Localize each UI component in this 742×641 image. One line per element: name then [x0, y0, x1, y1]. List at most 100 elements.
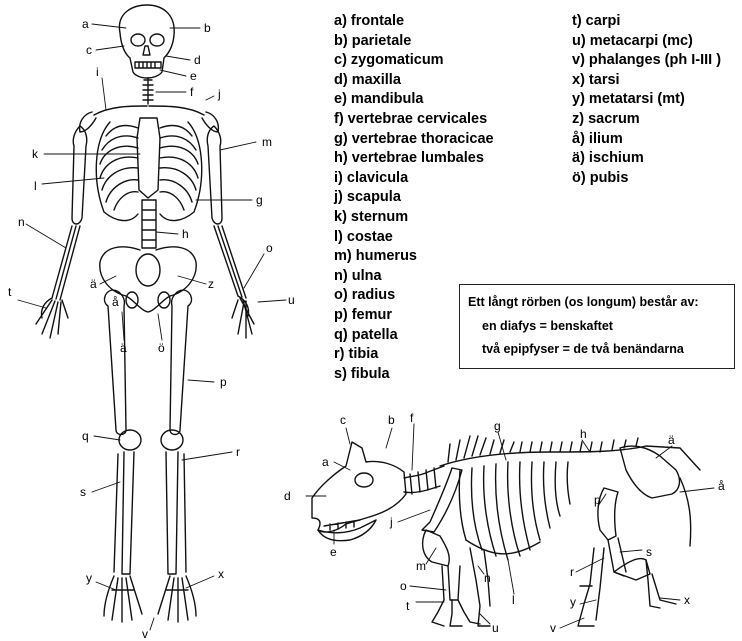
- info-box-diaphysis: en diafys = benskaftet: [482, 319, 613, 333]
- human-sacrum: [136, 254, 160, 286]
- legend-item-vertebrae-lumbales: h) vertebrae lumbales: [334, 149, 494, 169]
- animal-label-d: d: [284, 489, 291, 503]
- human-patella-right: [161, 430, 183, 450]
- animal-label-g: g: [494, 419, 501, 433]
- human-tibia-left: [122, 452, 134, 574]
- animal-label-b: b: [388, 413, 395, 427]
- legend-item-metacarpi: u) metacarpi (mc): [572, 32, 721, 52]
- legend-item-vertebrae-cervicales: f) vertebrae cervicales: [334, 110, 494, 130]
- legend-item-metatarsi: y) metatarsi (mt): [572, 90, 721, 110]
- animal-label-aa: å: [718, 479, 725, 493]
- human-skeleton: [36, 5, 254, 622]
- animal-label-n: n: [484, 571, 491, 585]
- human-fibula-left: [114, 454, 118, 572]
- human-label-oe: ö: [158, 341, 165, 355]
- human-label-l: l: [34, 179, 37, 193]
- human-lumbar-spine: [142, 200, 156, 248]
- human-label-ae: ä: [90, 277, 97, 291]
- human-label-u: u: [288, 293, 295, 307]
- human-label-aa: å: [112, 295, 119, 309]
- long-bone-info-box: Ett långt rörben (os longum) består av: …: [459, 284, 735, 369]
- human-label-p: p: [220, 375, 227, 389]
- human-ribs-left: [100, 126, 138, 210]
- human-label-f: f: [190, 85, 194, 99]
- legend-item-parietale: b) parietale: [334, 32, 494, 52]
- animal-tarsus: [614, 559, 650, 581]
- human-nasal-cavity: [143, 46, 150, 55]
- legend-item-sternum: k) sternum: [334, 208, 494, 228]
- human-label-t: t: [8, 285, 12, 299]
- human-clavicles: [94, 106, 204, 115]
- animal-label-c: c: [340, 413, 346, 427]
- legend-item-humerus: m) humerus: [334, 247, 494, 267]
- animal-leader-lines: [306, 424, 714, 628]
- animal-front-foot: [432, 600, 480, 626]
- animal-label-x: x: [684, 593, 690, 607]
- legend-item-ischium: ä) ischium: [572, 149, 721, 169]
- human-femur-right: [170, 290, 191, 435]
- human-eye-socket-left: [131, 34, 145, 46]
- animal-label-l: l: [512, 593, 515, 607]
- human-eye-socket-right: [150, 34, 164, 46]
- human-hand-right: [232, 296, 254, 338]
- animal-forearm: [442, 566, 460, 600]
- human-femur-left: [105, 290, 126, 435]
- animal-label-f: f: [410, 411, 414, 425]
- animal-teeth: [324, 520, 360, 530]
- human-forearm-right: [214, 226, 246, 298]
- animal-skeleton: [312, 436, 700, 626]
- animal-label-y: y: [570, 595, 576, 609]
- human-label-v: v: [142, 627, 148, 641]
- legend-item-frontale: a) frontale: [334, 12, 494, 32]
- animal-label-u: u: [492, 621, 499, 635]
- animal-label-m: m: [416, 559, 426, 573]
- human-humerus-left: [72, 126, 87, 224]
- human-ribs-right: [160, 126, 198, 210]
- animal-label-p: p: [594, 493, 601, 507]
- legend-item-clavicula: i) clavicula: [334, 169, 494, 189]
- animal-spinous-processes: [448, 436, 638, 462]
- human-hand-left: [36, 298, 68, 338]
- legend-item-zygomaticum: c) zygomaticum: [334, 51, 494, 71]
- human-label-j: j: [217, 87, 221, 101]
- human-label-z: z: [208, 277, 214, 291]
- human-fibula-right: [184, 454, 186, 572]
- legend-item-maxilla: d) maxilla: [334, 71, 494, 91]
- animal-femur: [598, 488, 618, 540]
- legend-item-phalanges: v) phalanges (ph I-III ): [572, 51, 721, 71]
- human-foot-left: [104, 576, 142, 622]
- info-box-title: Ett långt rörben (os longum) består av:: [468, 295, 699, 309]
- human-label-n: n: [18, 215, 25, 229]
- human-label-d: d: [194, 53, 201, 67]
- human-tibia-right: [166, 452, 178, 574]
- human-cervical-spine: [143, 78, 153, 104]
- human-label-y: y: [86, 571, 92, 585]
- animal-label-j: j: [389, 515, 393, 529]
- legend-item-vertebrae-thoracicae: g) vertebrae thoracicae: [334, 130, 494, 150]
- human-label-k: k: [32, 147, 39, 161]
- legend-item-carpi: t) carpi: [572, 12, 721, 32]
- human-label-m: m: [262, 135, 272, 149]
- animal-label-t: t: [406, 599, 410, 613]
- legend-item-scapula: j) scapula: [334, 188, 494, 208]
- human-patella-left: [119, 430, 141, 450]
- legend-item-sacrum: z) sacrum: [572, 110, 721, 130]
- animal-tail: [680, 478, 691, 546]
- human-forearm-left: [52, 226, 80, 300]
- human-label-group: a b c d e f i j k m l g n h o ä z t u å …: [8, 17, 295, 641]
- animal-label-ae: ä: [668, 433, 675, 447]
- animal-pelvis: [620, 446, 679, 498]
- legend-item-tarsi: x) tarsi: [572, 71, 721, 91]
- animal-label-a: a: [322, 455, 329, 469]
- animal-label-s: s: [646, 545, 652, 559]
- animal-label-e: e: [330, 545, 337, 559]
- human-label-i: i: [96, 65, 99, 79]
- human-label-b: b: [204, 21, 211, 35]
- human-label-r: r: [236, 445, 240, 459]
- human-label-x: x: [218, 567, 224, 581]
- legend-item-pubis: ö) pubis: [572, 169, 721, 189]
- animal-label-h: h: [580, 427, 587, 441]
- legend-item-ilium: å) ilium: [572, 130, 721, 150]
- human-foot-right: [158, 576, 196, 622]
- human-label-ae2: ä: [120, 341, 127, 355]
